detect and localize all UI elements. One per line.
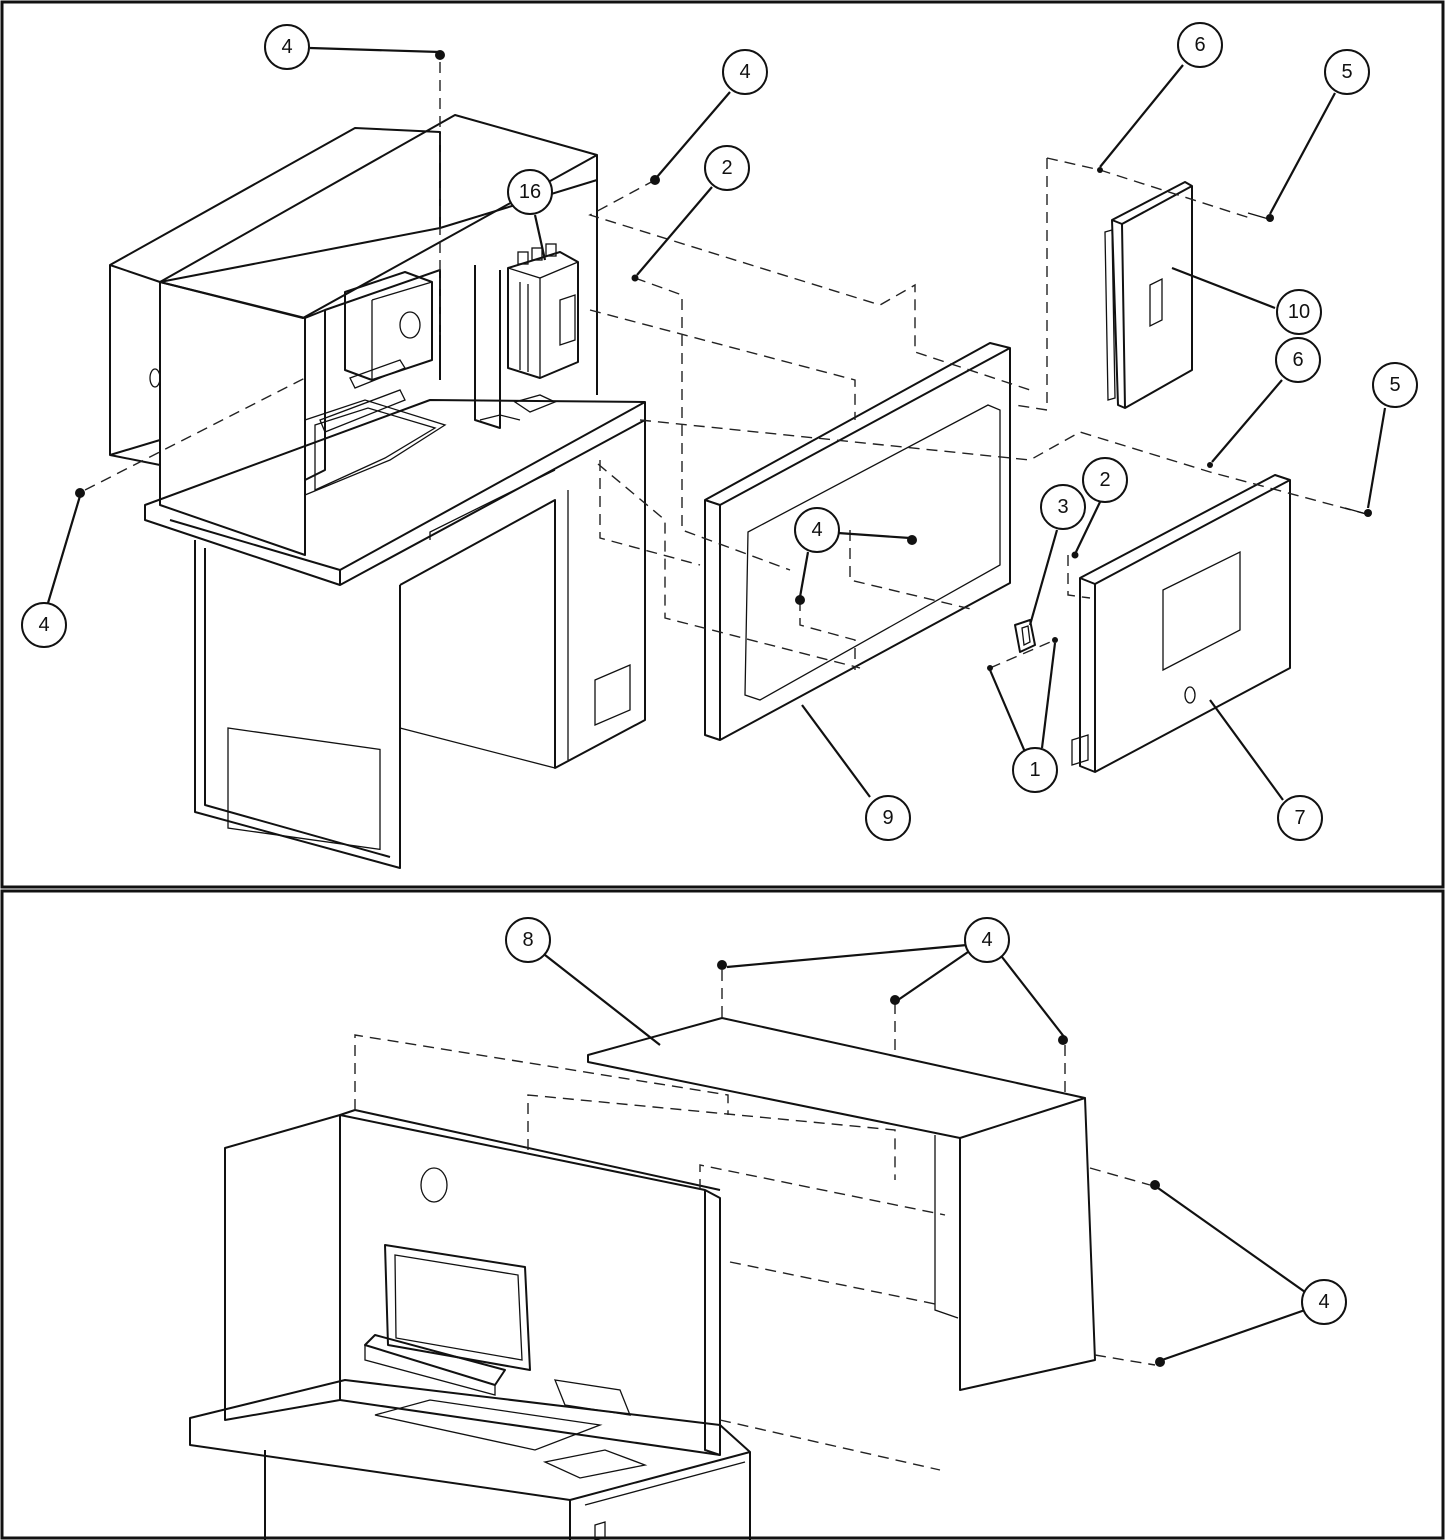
hinge-part-3 — [1014, 619, 1036, 653]
callout-label: 16 — [519, 181, 541, 203]
callout-balloon: 10 — [1276, 289, 1322, 335]
callout-label: 2 — [1099, 469, 1110, 491]
callout-label: 1 — [1029, 759, 1040, 781]
callout-balloon: 6 — [1177, 22, 1223, 68]
top-cover-part-8 — [587, 1017, 1096, 1391]
door-frame-part-9 — [704, 342, 1011, 741]
callout-label: 5 — [1389, 374, 1400, 396]
leader-lines-bottom — [544, 943, 1306, 1362]
callout-balloon: 4 — [21, 602, 67, 648]
leader-lines-top — [46, 46, 1387, 801]
callout-label: 4 — [981, 929, 992, 951]
callout-label: 4 — [1318, 1291, 1329, 1313]
callout-balloon: 5 — [1324, 49, 1370, 95]
callout-label: 10 — [1288, 301, 1310, 323]
callout-balloon: 6 — [1275, 337, 1321, 383]
fasteners-top — [75, 50, 1372, 671]
callout-balloon: 7 — [1277, 795, 1323, 841]
callout-balloon: 5 — [1372, 362, 1418, 408]
callout-label: 2 — [721, 157, 732, 179]
callout-label: 4 — [281, 36, 292, 58]
callout-label: 6 — [1194, 34, 1205, 56]
callout-label: 4 — [739, 61, 750, 83]
callout-balloons: 4 4 2 16 6 5 10 6 5 4 3 2 4 1 9 7 8 4 4 — [21, 22, 1418, 1325]
callout-label: 3 — [1057, 496, 1068, 518]
callout-balloon: 4 — [964, 917, 1010, 963]
cover-plate-part-10 — [1104, 181, 1193, 409]
callout-balloon: 4 — [794, 507, 840, 553]
callout-label: 5 — [1341, 61, 1352, 83]
callout-balloon: 1 — [1012, 747, 1058, 793]
callout-balloon: 16 — [507, 169, 553, 215]
callout-balloon: 4 — [722, 49, 768, 95]
callout-balloon: 2 — [1082, 457, 1128, 503]
callout-label: 9 — [882, 807, 893, 829]
main-cabinet-frame — [109, 114, 646, 869]
callout-label: 4 — [811, 519, 822, 541]
bottom-panel-frame — [0, 889, 1445, 1540]
callout-balloon: 3 — [1040, 484, 1086, 530]
assembly-paths-bottom — [354, 970, 1156, 1471]
callout-label: 7 — [1294, 807, 1305, 829]
callout-label: 4 — [38, 614, 49, 636]
callout-balloon: 9 — [865, 795, 911, 841]
callout-label: 6 — [1292, 349, 1303, 371]
callout-balloon: 4 — [264, 24, 310, 70]
fasteners-bottom — [717, 960, 1165, 1367]
top-panel-frame — [0, 0, 1445, 889]
rear-cabinet-assembly — [189, 1109, 751, 1540]
callout-label: 8 — [522, 929, 533, 951]
front-door-part-7 — [1071, 474, 1291, 773]
callout-balloon: 2 — [704, 145, 750, 191]
circuit-breaker — [507, 243, 579, 379]
callout-balloon: 8 — [505, 917, 551, 963]
callout-balloon: 4 — [1301, 1279, 1347, 1325]
